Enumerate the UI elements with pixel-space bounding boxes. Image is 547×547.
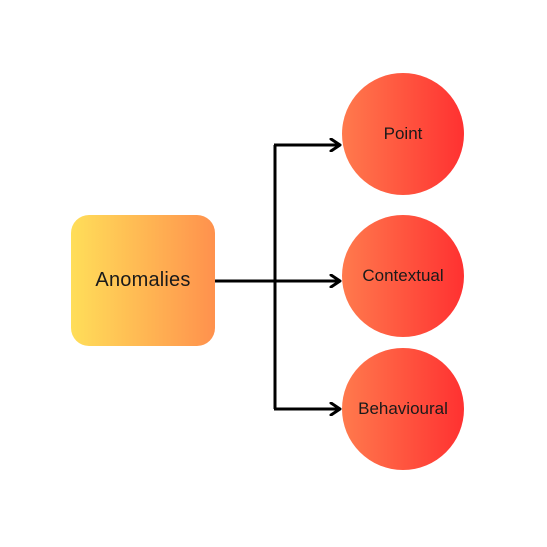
root-node-label: Anomalies (95, 269, 191, 291)
leaf-node-point: Point (342, 73, 464, 195)
leaf-node-behavioural: Behavioural (342, 348, 464, 470)
leaf-node-label: Contextual (362, 266, 444, 285)
root-node-anomalies: Anomalies (71, 215, 215, 346)
leaf-node-label: Point (383, 124, 423, 143)
leaf-node-label: Behavioural (358, 399, 448, 418)
leaf-node-contextual: Contextual (342, 215, 464, 337)
